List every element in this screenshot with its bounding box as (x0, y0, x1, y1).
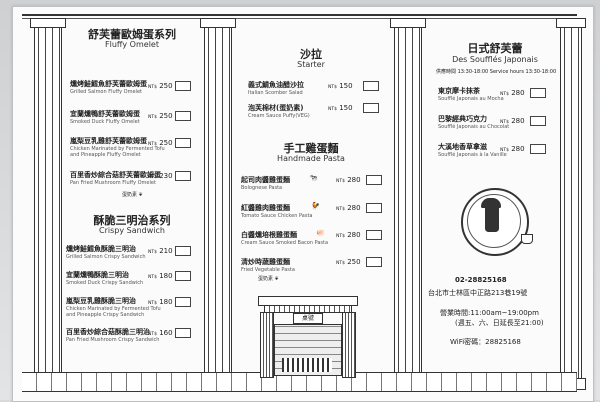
order-box (530, 116, 546, 126)
menu-item: 嵐梨豆乳雞酥脆三明治 Chicken Marinated by Fermente… (66, 297, 161, 318)
menu-item: 大溪地香草拿滋 Soufflé Japonais à la Vanille (438, 143, 507, 158)
store-address: 台北市士林區中正路213巷19號 (428, 289, 528, 297)
column-left (30, 18, 66, 390)
menu-item: 宜蘭燻鴨酥脆三明治 Smoked Duck Crispy Sandwich (66, 271, 144, 286)
price-label: NT$ 180 (148, 272, 173, 280)
cat-logo (461, 188, 533, 256)
price-label: NT$ 210 (148, 247, 173, 255)
order-box (175, 111, 191, 121)
order-box (530, 144, 546, 154)
souffle-title: 日式舒芙蕾 (467, 42, 523, 55)
omelet-title: 舒芙蕾歐姆蛋系列 (88, 28, 176, 41)
menu-item: 義式鯖魚油醋沙拉 Italian Scomber Salad (248, 81, 304, 96)
order-box (175, 271, 191, 281)
order-box (175, 171, 191, 181)
menu-item: 燻烤鮭鱈魚酥脆三明治 Grilled Salmon Crispy Sandwic… (66, 245, 146, 260)
store-hours: 營業時間:11:00am~19:00pm (440, 309, 539, 317)
price-label: NT$ 180 (148, 298, 173, 306)
price-label: NT$ 280 (500, 145, 525, 153)
store-extended-hours: (週五、六、日延長至21:00) (455, 319, 544, 327)
order-box (175, 297, 191, 307)
sandwich-subtitle: Crispy Sandwich (99, 226, 165, 235)
top-border-thin (22, 18, 577, 19)
menu-item: 清炒時蔬雞蛋麵 Fried Vegetable Pasta (241, 258, 295, 273)
top-border (22, 14, 577, 16)
veg-note: 蛋奶素 ❦ (122, 192, 143, 198)
veg-note: 蛋奶素 ❦ (258, 276, 279, 282)
price-label: NT$ 280 (336, 204, 361, 212)
column-right (556, 18, 586, 390)
menu-item: 巴黎經典巧克力 Soufflé Japonais au Chocolat (438, 115, 510, 130)
table-number-sign: 桌號 (293, 313, 323, 324)
column-mid-right (390, 18, 426, 390)
pasta-title: 手工雞蛋麵 (283, 142, 339, 155)
sandwich-title: 酥脆三明治系列 (93, 214, 171, 227)
cow-icon: 🐄 (309, 174, 318, 182)
order-box (175, 246, 191, 256)
souffle-subtitle: Des Soufflés Japonais (452, 55, 538, 64)
menu-item: 嵐梨豆乳雞舒芙蕾歐姆蛋 Chicken Marinated by Ferment… (70, 137, 165, 158)
menu-item: 百里香炒綜合菇舒芙蕾歐姆蛋 Pan Fried Mushroom Fluffy … (70, 171, 161, 186)
menu-item: 起司肉醬雞蛋麵 Bolognese Pasta (241, 176, 290, 191)
pig-icon: 🐖 (316, 229, 325, 237)
order-box (530, 88, 546, 98)
price-label: NT$ 280 (500, 89, 525, 97)
price-label: NT$ 160 (148, 329, 173, 337)
order-box (175, 328, 191, 338)
order-box (366, 203, 382, 213)
wifi-password: WiFi密碼：28825168 (450, 338, 521, 346)
order-box (366, 257, 382, 267)
leaf-icon: ❦ (138, 192, 143, 198)
omelet-subtitle: Fluffy Omelet (105, 40, 159, 49)
store-phone: 02-28825168 (455, 276, 507, 284)
order-box (363, 81, 379, 91)
price-label: NT$ 250 (148, 82, 173, 90)
price-label: NT$ 280 (500, 117, 525, 125)
menu-item: 東京摩卡抹茶 Soufflé Japonais au Mocha (438, 87, 504, 102)
menu-item: 宜蘭燻鴨舒芙蕾歐姆蛋 Smoked Duck Fluffy Omelet (70, 110, 140, 125)
price-label: NT$ 150 (328, 82, 353, 90)
price-label: NT$ 280 (336, 231, 361, 239)
menu-item: 紅醬雞肉雞蛋麵 Tomato Sauce Chicken Pasta (241, 204, 313, 219)
salad-subtitle: Starter (297, 60, 325, 69)
order-box (363, 103, 379, 113)
order-box (366, 230, 382, 240)
leaf-icon: ❦ (274, 276, 279, 282)
pasta-subtitle: Handmade Pasta (277, 154, 345, 163)
order-box (366, 175, 382, 185)
salad-title: 沙拉 (300, 48, 322, 61)
menu-item: 燻烤鮭鱈魚舒芙蕾歐姆蛋 Grilled Salmon Fluffy Omelet (70, 80, 147, 95)
order-box (175, 138, 191, 148)
coffee-cup-icon (521, 234, 533, 244)
price-label: NT$ 250 (148, 139, 173, 147)
fireplace-illustration: 桌號 (258, 296, 358, 378)
column-mid-left (200, 18, 236, 390)
menu-item: 百里香炒綜合菇酥脆三明治 Pan Fried Mushroom Crispy S… (66, 328, 160, 343)
price-label: NT$ 250 (336, 258, 361, 266)
order-box (175, 81, 191, 91)
menu-item: 白醬燻培根雞蛋麵 Cream Sauce Smoked Bacon Pasta (241, 231, 329, 246)
price-label: NT$ 150 (328, 104, 353, 112)
menu-item: 泡芙棉材(蛋奶素) Cream Sauce Puffy(VEG) (248, 104, 310, 119)
price-label: NT$ 280 (336, 176, 361, 184)
chicken-icon: 🐓 (311, 202, 320, 210)
price-label: NT$ 230 (148, 172, 173, 180)
price-label: NT$ 250 (148, 112, 173, 120)
souffle-hours: 供應時間 13:30-18:00 Service hours 13:30-18:… (436, 69, 557, 75)
